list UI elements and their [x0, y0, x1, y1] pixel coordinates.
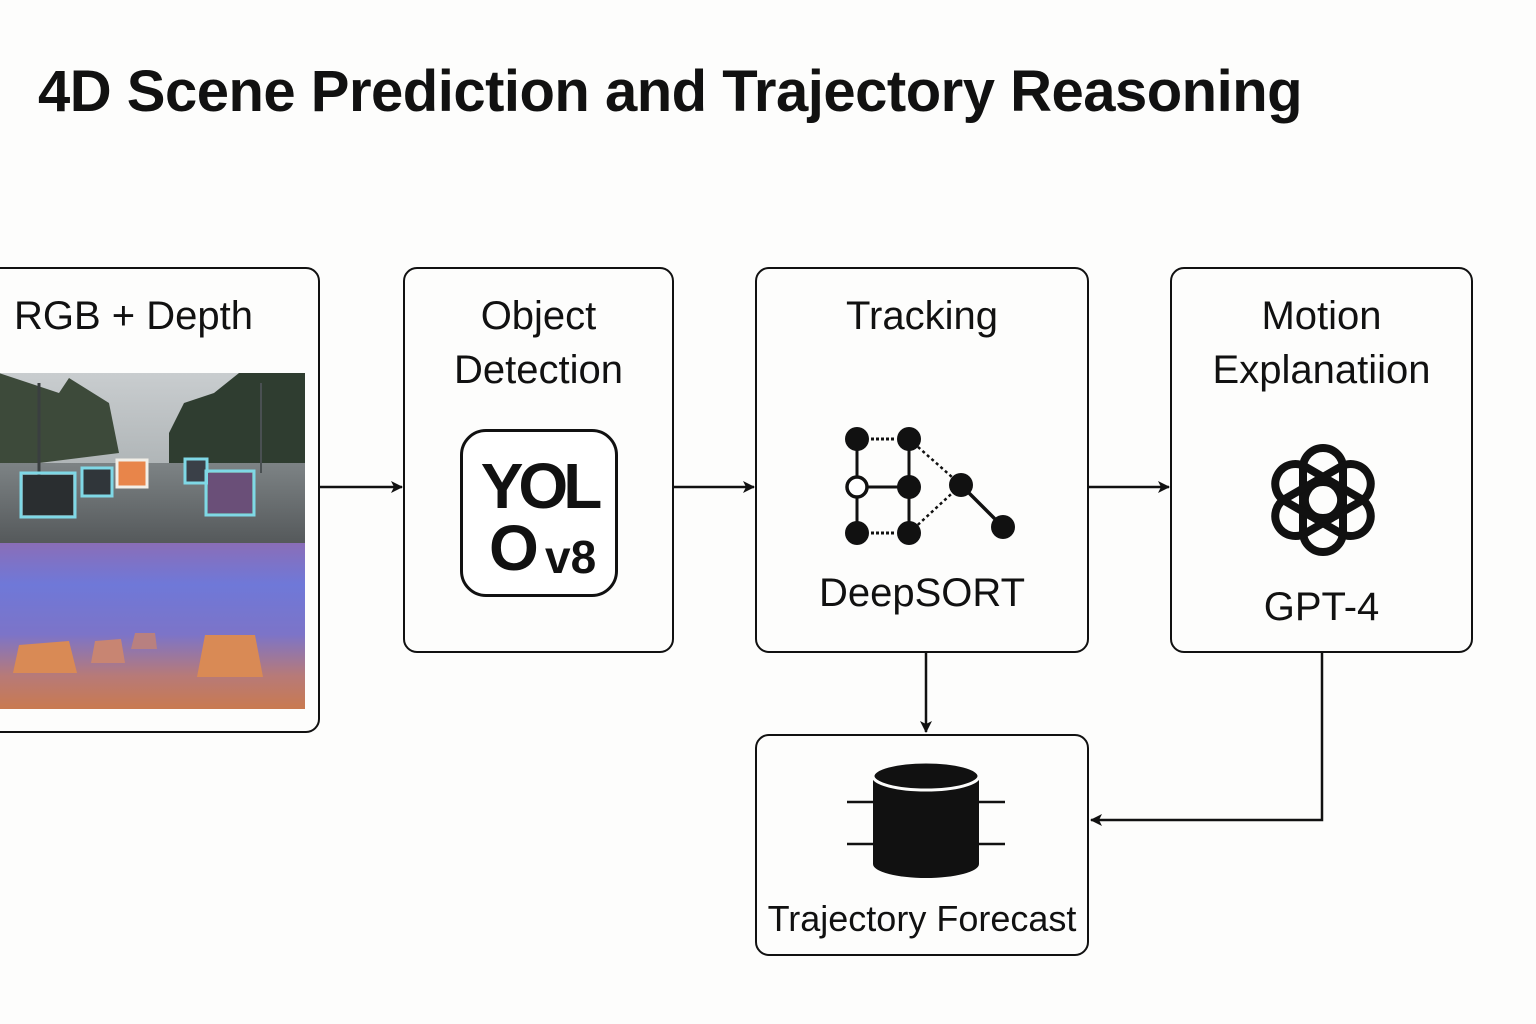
node-tracking-label: Tracking	[846, 294, 998, 338]
motion-explanation-line2: Explanatiion	[1212, 348, 1431, 392]
yolo-logo-text-3: v8	[545, 531, 597, 583]
node-trajectory-forecast[interactable]: Trajectory Forecast	[755, 734, 1089, 956]
trajectory-forecast-label: Trajectory Forecast	[767, 898, 1077, 939]
yolo-logo-text-2: O	[489, 512, 539, 584]
car-4	[186, 460, 206, 482]
node-object-detection-label: Object Detection	[405, 289, 672, 397]
arrow-motion-to-forecast	[1090, 653, 1324, 826]
car-2	[83, 469, 111, 495]
motion-explanation-line1: Motion	[1261, 294, 1382, 338]
node-motion-explanation[interactable]: Motion Explanatiion GPT-4	[1170, 267, 1473, 653]
bbox-car-5	[204, 469, 256, 517]
depth-car-4	[197, 635, 263, 677]
bbox-car-2	[80, 466, 114, 498]
yolo-logo-text-1: YOL	[480, 450, 603, 522]
object-detection-line1: Object	[480, 294, 597, 338]
openai-knot-icon	[1271, 444, 1375, 556]
motion-explanation-caption: GPT-4	[1263, 585, 1380, 629]
object-detection-line2: Detection	[454, 348, 623, 392]
yolo-logo-icon: YOL O v8	[460, 429, 618, 597]
depth-car-3	[131, 633, 157, 649]
diagram-title: 4D Scene Prediction and Trajectory Reaso…	[38, 59, 1303, 124]
depth-car-2	[91, 639, 125, 663]
graph-network-icon	[845, 427, 1015, 545]
depth-map	[0, 543, 305, 709]
rgb-trees-left	[0, 373, 119, 468]
car-5	[208, 473, 252, 513]
car-1	[23, 475, 73, 515]
rgb-depth-image	[0, 373, 305, 709]
node-rgb-depth-label: RGB + Depth	[14, 294, 254, 338]
node-rgb-depth[interactable]: RGB + Depth	[0, 267, 320, 733]
node-motion-explanation-label: Motion Explanatiion	[1172, 289, 1471, 397]
tracking-caption: DeepSORT	[818, 571, 1025, 615]
depth-car-1	[13, 641, 77, 673]
bbox-car-3	[115, 458, 149, 489]
database-cylinder-icon	[847, 760, 1005, 878]
node-tracking[interactable]: Tracking DeepSORT	[755, 267, 1089, 653]
rgb-trees-right	[169, 373, 305, 483]
bbox-car-1	[19, 471, 77, 519]
node-object-detection[interactable]: Object Detection YOL O v8	[403, 267, 674, 653]
car-3	[118, 461, 146, 486]
